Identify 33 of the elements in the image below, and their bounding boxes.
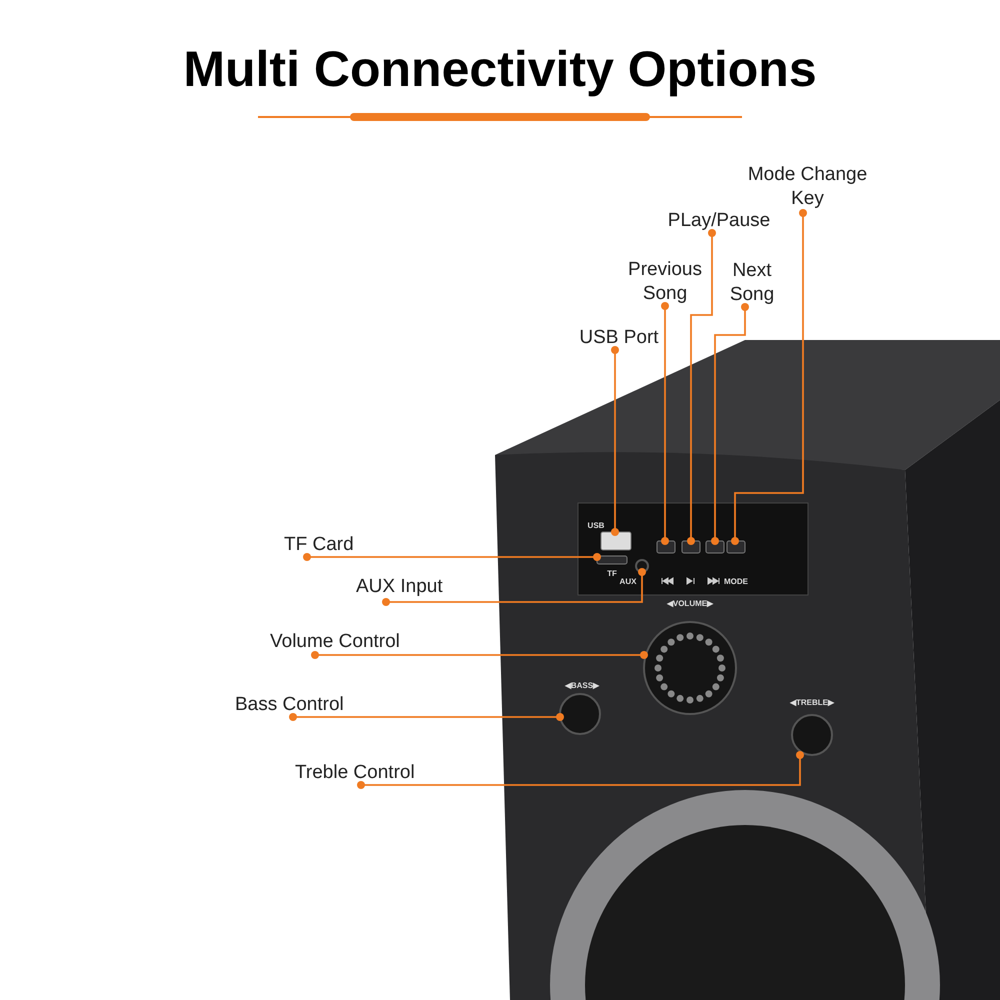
panel-label: USB [588,521,604,530]
leader-line [687,229,716,545]
callout-label: Bass Control [235,693,359,717]
leader-line [711,303,749,545]
control-knob [559,693,601,735]
callout-label: Treble Control [295,761,435,785]
leader-line [611,346,619,536]
panel-label: ◀VOLUME▶ [666,599,714,608]
leader-line [289,713,564,721]
callout-label: Previous Song [620,258,710,306]
panel-label: AUX [620,577,636,586]
panel-label: MODE [724,577,748,586]
panel-label: ◀TREBLE▶ [790,698,834,707]
callout-label: PLay/Pause [660,209,778,233]
callout-label: Next Song [724,259,780,307]
callout-label: AUX Input [356,575,452,599]
callout-label: Volume Control [270,630,426,654]
callout-label: TF Card [284,533,360,557]
leader-line [311,651,648,659]
panel-label: TF [607,569,617,578]
leader-line [731,209,807,545]
title: Multi Connectivity Options [182,40,818,98]
leader-line [661,302,669,545]
leader-line [382,568,646,606]
callout-label: USB Port [576,326,662,350]
leader-line [303,553,601,561]
usb-port [600,532,632,550]
panel-label: ◀BASS▶ [564,681,600,690]
control-knob [791,714,833,756]
callout-label: Mode Change Key [735,163,880,211]
volume-knob [643,621,737,715]
leader-line [357,751,804,789]
card-slot [596,556,628,564]
